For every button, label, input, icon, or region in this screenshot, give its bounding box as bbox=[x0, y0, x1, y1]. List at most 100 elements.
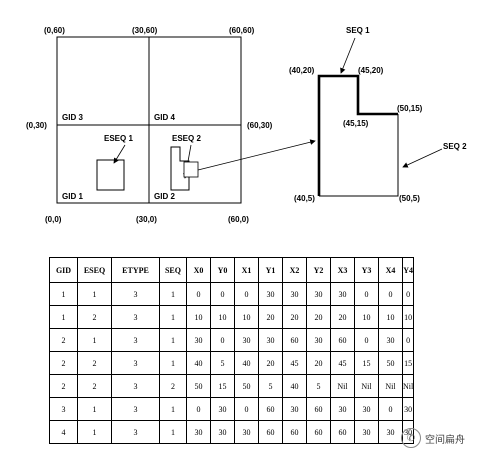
table-cell: 1 bbox=[159, 305, 187, 329]
table-cell: 0 bbox=[210, 282, 235, 306]
table-cell: 0 bbox=[378, 397, 403, 421]
table-cell: 1 bbox=[77, 282, 112, 306]
table-cell: Nil bbox=[330, 374, 355, 398]
table-cell: 1 bbox=[159, 328, 187, 352]
table-cell: 30 bbox=[282, 397, 307, 421]
table-cell: 60 bbox=[258, 397, 283, 421]
table-cell: 2 bbox=[159, 374, 187, 398]
table-cell: 0 bbox=[401, 282, 415, 306]
table-cell: 10 bbox=[354, 305, 379, 329]
seq1-label: SEQ 1 bbox=[346, 26, 370, 35]
table-cell: 1 bbox=[77, 397, 112, 421]
detail-label-40-5: (40,5) bbox=[294, 194, 315, 203]
table-cell: 30 bbox=[186, 420, 211, 444]
table-cell: 0 bbox=[210, 328, 235, 352]
coord-label-0-60: (0,60) bbox=[44, 26, 65, 35]
connector-box bbox=[183, 161, 199, 178]
spatial-diagram: (0,60) (30,60) (60,60) (0,30) (60,30) (0… bbox=[26, 26, 467, 224]
table-cell: 2 bbox=[77, 374, 112, 398]
table-cell: Nil bbox=[354, 374, 379, 398]
table-cell: 30 bbox=[234, 328, 259, 352]
table-cell: 50 bbox=[234, 374, 259, 398]
table-cell: 2 bbox=[49, 351, 78, 375]
column-header-y2: Y2 bbox=[306, 257, 331, 283]
table-cell: 3 bbox=[111, 282, 160, 306]
table-cell: 3 bbox=[111, 305, 160, 329]
table-cell: 40 bbox=[282, 374, 307, 398]
table-cell: 30 bbox=[330, 397, 355, 421]
column-header-x0: X0 bbox=[186, 257, 211, 283]
table-cell: 3 bbox=[111, 420, 160, 444]
coord-label-60-60: (60,60) bbox=[229, 26, 255, 35]
coord-label-0-30: (0,30) bbox=[26, 121, 47, 130]
table-cell: 30 bbox=[330, 282, 355, 306]
table-cell: 30 bbox=[210, 397, 235, 421]
table-cell: 5 bbox=[210, 351, 235, 375]
seq1-arrow bbox=[340, 37, 356, 74]
table-cell: 10 bbox=[234, 305, 259, 329]
column-header-y1: Y1 bbox=[258, 257, 283, 283]
table-cell: 0 bbox=[234, 282, 259, 306]
table-cell: 30 bbox=[258, 328, 283, 352]
table-cell: 1 bbox=[159, 351, 187, 375]
table-cell: 30 bbox=[354, 397, 379, 421]
coord-label-30-0: (30,0) bbox=[136, 215, 157, 224]
table-cell: Nil bbox=[378, 374, 403, 398]
table-cell: 1 bbox=[159, 397, 187, 421]
detail-label-50-5: (50,5) bbox=[399, 194, 420, 203]
table-cell: 30 bbox=[354, 420, 379, 444]
table-cell: 0 bbox=[354, 328, 379, 352]
table-cell: 30 bbox=[234, 420, 259, 444]
zoom-arrow bbox=[197, 139, 316, 171]
column-header-x1: X1 bbox=[234, 257, 259, 283]
table-cell: 30 bbox=[306, 282, 331, 306]
table-cell: 30 bbox=[258, 282, 283, 306]
table-cell: 50 bbox=[186, 374, 211, 398]
table-cell: 0 bbox=[401, 328, 415, 352]
seq2-arrow bbox=[402, 148, 443, 168]
table-cell: 5 bbox=[258, 374, 283, 398]
table-cell: 3 bbox=[111, 328, 160, 352]
table-cell: 10 bbox=[378, 305, 403, 329]
table-cell: 3 bbox=[111, 374, 160, 398]
table-cell: 20 bbox=[282, 305, 307, 329]
table-cell: 20 bbox=[258, 305, 283, 329]
table-cell: 10 bbox=[401, 305, 415, 329]
table-cell: 60 bbox=[282, 420, 307, 444]
detail-label-40-20: (40,20) bbox=[289, 66, 315, 75]
cell-label-gid3: GID 3 bbox=[62, 113, 83, 122]
table-cell: 30 bbox=[306, 328, 331, 352]
detail-label-45-15: (45,15) bbox=[343, 119, 369, 128]
table-cell: 30 bbox=[210, 420, 235, 444]
table-cell: 2 bbox=[49, 374, 78, 398]
detail-label-50-15: (50,15) bbox=[397, 104, 423, 113]
table-cell: 15 bbox=[354, 351, 379, 375]
column-header-x3: X3 bbox=[330, 257, 355, 283]
eseq1-square bbox=[96, 159, 125, 191]
table-cell: 2 bbox=[77, 351, 112, 375]
eseq1-label: ESEQ 1 bbox=[104, 134, 133, 143]
coord-label-30-60: (30,60) bbox=[132, 26, 158, 35]
seq2-path bbox=[319, 114, 399, 197]
column-header-y0: Y0 bbox=[210, 257, 235, 283]
table-cell: 1 bbox=[49, 305, 78, 329]
table-cell: 60 bbox=[306, 397, 331, 421]
coord-label-60-30: (60,30) bbox=[247, 121, 273, 130]
column-header-x4: X4 bbox=[378, 257, 403, 283]
table-cell: 20 bbox=[306, 305, 331, 329]
table-cell: 30 bbox=[401, 397, 415, 421]
table-cell: 20 bbox=[330, 305, 355, 329]
table-cell: 45 bbox=[282, 351, 307, 375]
cell-label-gid2: GID 2 bbox=[154, 192, 175, 201]
table-cell: 4 bbox=[49, 420, 78, 444]
table-cell: 60 bbox=[282, 328, 307, 352]
table-cell: 1 bbox=[159, 282, 187, 306]
column-header-eseq: ESEQ bbox=[77, 257, 112, 283]
table-cell: 2 bbox=[77, 305, 112, 329]
